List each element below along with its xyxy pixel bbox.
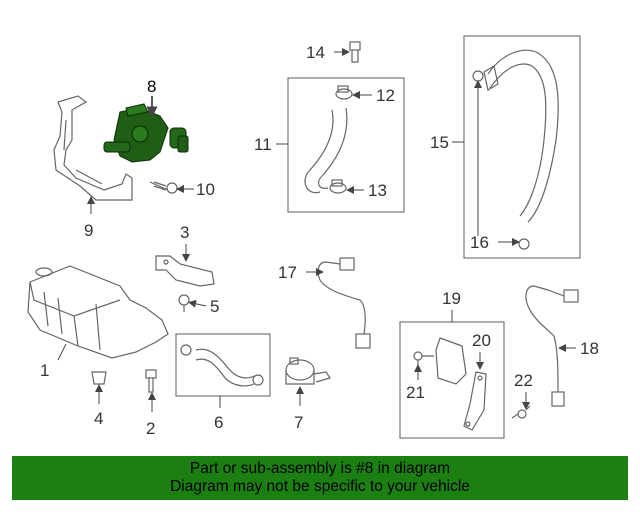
callout-14: 14 — [306, 43, 325, 62]
box-6-hose-assembly — [175, 333, 271, 397]
callout-20: 20 — [472, 331, 491, 350]
part-19-bracket[interactable] — [435, 337, 487, 431]
callout-1: 1 — [40, 361, 49, 380]
banner-line-2: Diagram may not be specific to your vehi… — [170, 478, 470, 495]
part-17-oxygen-sensor[interactable] — [317, 257, 371, 349]
callout-4: 4 — [94, 409, 103, 428]
part-5-bolt[interactable] — [178, 294, 190, 312]
part-4-grommet[interactable] — [91, 371, 107, 385]
part-7-valve[interactable] — [285, 357, 331, 385]
callout-7: 7 — [294, 413, 303, 432]
callout-5: 5 — [210, 297, 219, 316]
part-13-clamp[interactable] — [329, 179, 347, 194]
callout-21: 21 — [406, 383, 425, 402]
callout-13: 13 — [368, 181, 387, 200]
part-11-hose[interactable] — [304, 107, 348, 194]
box-11-hose-assembly — [287, 77, 405, 213]
box-15-hose-assembly — [463, 35, 581, 259]
leader-5 — [188, 299, 207, 308]
callout-17: 17 — [278, 263, 297, 282]
callout-11: 11 — [254, 135, 272, 154]
part-14-fastener[interactable] — [349, 41, 361, 63]
part-9-bracket[interactable] — [53, 95, 133, 201]
part-21-bolt[interactable] — [413, 351, 434, 366]
callout-6: 6 — [214, 413, 223, 432]
banner-line-1: Part or sub-assembly is #8 in diagram — [189, 460, 451, 477]
part-22-bolt[interactable] — [511, 405, 531, 419]
part-3-bracket[interactable] — [155, 255, 215, 287]
part-16-clamp[interactable] — [472, 70, 530, 250]
callout-12: 12 — [376, 86, 395, 105]
part-1-canister[interactable] — [27, 265, 169, 359]
part-6-hose[interactable] — [180, 344, 264, 387]
callout-10: 10 — [196, 180, 215, 199]
part-15-hose[interactable] — [483, 49, 559, 223]
leader-1 — [57, 343, 67, 361]
callout-22: 22 — [514, 371, 533, 390]
part-10-bolt[interactable] — [149, 181, 178, 194]
callout-15: 15 — [430, 133, 449, 152]
part-2-bolt[interactable] — [145, 369, 157, 393]
part-8-purge-valve-highlighted[interactable] — [103, 103, 189, 163]
part-12-clamp[interactable] — [335, 85, 353, 100]
part-info-banner: Part or sub-assembly is #8 in diagram Di… — [12, 456, 628, 500]
callout-19: 19 — [442, 289, 461, 308]
callout-8: 8 — [147, 77, 156, 96]
callout-16: 16 — [470, 233, 489, 252]
callout-9: 9 — [84, 221, 93, 240]
part-18-oxygen-sensor[interactable] — [525, 285, 579, 407]
callout-3: 3 — [180, 223, 189, 242]
callout-18: 18 — [580, 339, 599, 358]
callout-2: 2 — [146, 419, 155, 438]
